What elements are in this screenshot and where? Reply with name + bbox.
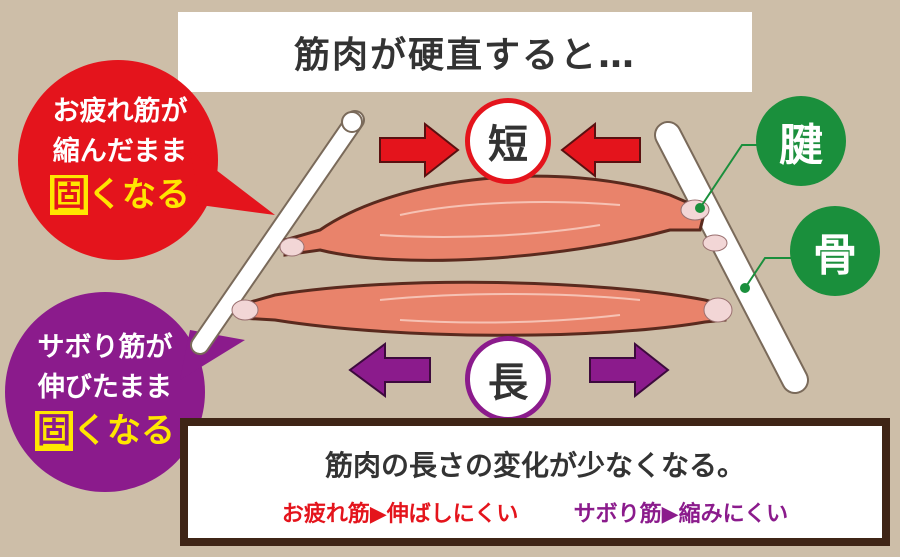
title-text: 筋肉が硬直すると… — [293, 35, 636, 76]
purple-bubble-text: サボり筋が 伸びたまま 固くなる — [15, 328, 195, 454]
tendon-label: 腱 — [756, 96, 846, 186]
red-bubble-line1: お疲れ筋が — [52, 96, 188, 127]
purple-bubble-line1: サボり筋が — [37, 332, 173, 363]
purple-bubble-line2: 伸びたまま — [37, 372, 173, 403]
summary-sub: お疲れ筋▶伸ばしにくい サボり筋▶縮みにくい — [188, 496, 882, 528]
bone-leader-line — [744, 257, 800, 289]
hard-rest: くなる — [73, 411, 175, 451]
short-label: 短 — [465, 98, 551, 184]
long-label: 長 — [465, 336, 551, 422]
tired-muscle-note: お疲れ筋▶伸ばしにくい — [281, 502, 519, 527]
purple-arrow-left — [348, 342, 431, 398]
red-bubble-line2: 縮んだまま — [52, 136, 188, 167]
lazy-muscle-note: サボり筋▶縮みにくい — [573, 502, 789, 527]
hard-kanji-box: 固 — [50, 175, 88, 215]
summary-main-text: 筋肉の長さの変化が少なくなる。 — [324, 449, 745, 482]
hard-kanji-box: 固 — [35, 411, 73, 451]
red-bubble-hard: 固くなる — [30, 172, 210, 218]
purple-arrow-right — [589, 341, 670, 399]
red-bubble-text: お疲れ筋が 縮んだまま 固くなる — [30, 92, 210, 218]
title-banner: 筋肉が硬直すると… — [178, 12, 752, 92]
upper-muscle-shortened — [279, 174, 728, 262]
bone-label: 骨 — [790, 206, 880, 296]
left-bone — [190, 110, 365, 355]
red-arrow-right — [379, 121, 460, 179]
right-bone — [654, 121, 809, 394]
lower-muscle-lengthened — [231, 280, 733, 337]
hard-rest: くなる — [88, 175, 190, 215]
summary-box: 筋肉の長さの変化が少なくなる。 お疲れ筋▶伸ばしにくい サボり筋▶縮みにくい — [180, 418, 890, 546]
purple-bubble-hard: 固くなる — [15, 408, 195, 454]
red-arrow-left — [560, 121, 641, 179]
